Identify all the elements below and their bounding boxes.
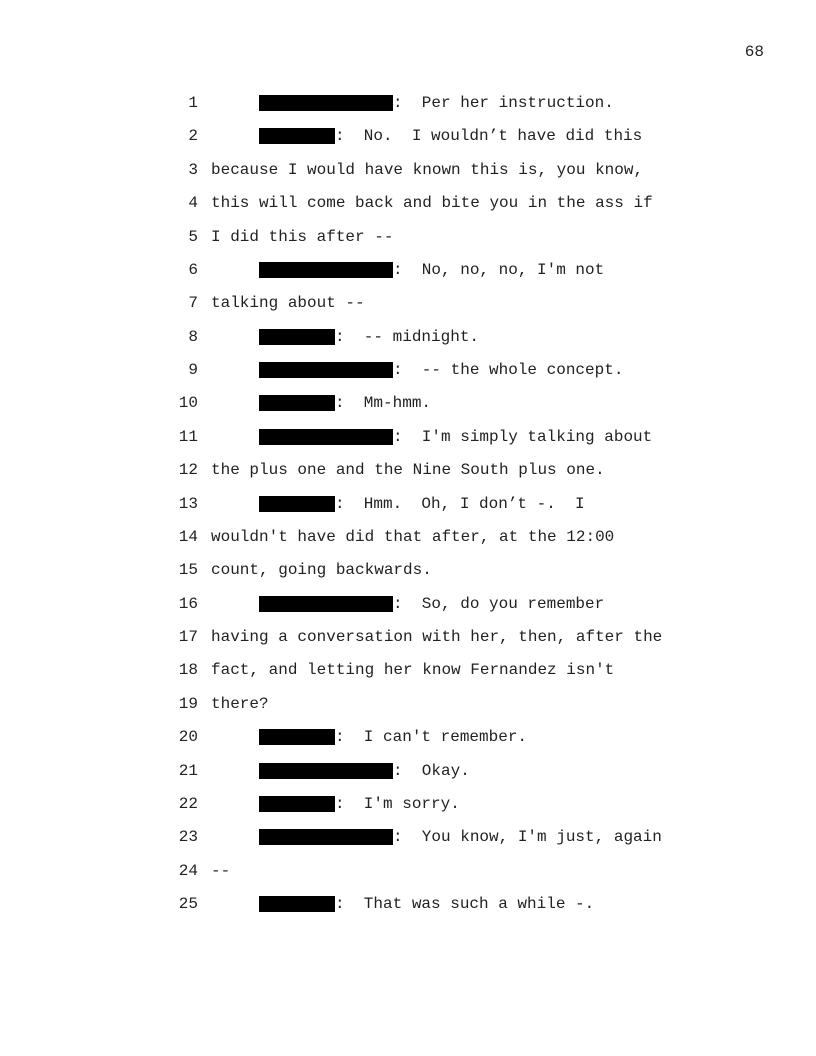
speaker-line: : I can't remember. bbox=[259, 728, 527, 746]
line-number: 1 bbox=[188, 94, 198, 112]
speaker-line: : No, no, no, I'm not bbox=[259, 261, 604, 279]
speaker-line: : I'm simply talking about bbox=[259, 428, 652, 446]
line-text: -- bbox=[211, 861, 231, 880]
redacted-speaker-name bbox=[259, 395, 335, 412]
line-text: : Hmm. Oh, I don’t -. I bbox=[335, 494, 585, 513]
speaker-line: : Hmm. Oh, I don’t -. I bbox=[259, 495, 585, 513]
speaker-line: : So, do you remember bbox=[259, 595, 604, 613]
redacted-speaker-name bbox=[259, 762, 393, 779]
line-text: : Per her instruction. bbox=[393, 94, 614, 112]
speaker-line: : You know, I'm just, again bbox=[259, 828, 662, 846]
line-text: : So, do you remember bbox=[393, 594, 605, 613]
line-number: 7 bbox=[188, 294, 198, 313]
line-number: 25 bbox=[178, 895, 198, 914]
line-text: because I would have known this is, you … bbox=[211, 160, 644, 179]
line-text: this will come back and bite you in the … bbox=[211, 194, 653, 213]
line-text: fact, and letting her know Fernandez isn… bbox=[211, 661, 615, 680]
line-text: : I can't remember. bbox=[335, 728, 528, 747]
line-number: 24 bbox=[178, 861, 198, 880]
line-number: 4 bbox=[188, 194, 198, 213]
line-number: 8 bbox=[188, 327, 198, 346]
line-number: 15 bbox=[178, 561, 198, 580]
line-text: : Mm-hmm. bbox=[335, 394, 432, 413]
page-number: 68 bbox=[744, 43, 764, 61]
line-text: there? bbox=[211, 694, 269, 713]
line-text: : -- midnight. bbox=[335, 327, 480, 346]
line-number: 16 bbox=[178, 594, 198, 613]
speaker-line: : -- midnight. bbox=[259, 328, 479, 346]
line-number: 3 bbox=[188, 160, 198, 179]
line-number: 14 bbox=[178, 527, 198, 546]
line-number: 9 bbox=[188, 361, 198, 380]
line-number: 10 bbox=[178, 394, 198, 413]
line-text: the plus one and the Nine South plus one… bbox=[211, 461, 605, 480]
speaker-line: : I'm sorry. bbox=[259, 795, 460, 813]
line-text: : -- the whole concept. bbox=[393, 361, 624, 380]
line-text: : Okay. bbox=[393, 761, 470, 780]
redacted-speaker-name bbox=[259, 829, 393, 846]
speaker-line: : No. I wouldn’t have did this bbox=[259, 127, 642, 145]
line-text: having a conversation with her, then, af… bbox=[211, 628, 663, 647]
redacted-speaker-name bbox=[259, 95, 393, 111]
redacted-speaker-name bbox=[259, 362, 393, 379]
line-text: I did this after -- bbox=[211, 227, 394, 246]
line-number: 11 bbox=[178, 427, 198, 446]
line-text: count, going backwards. bbox=[211, 561, 432, 580]
line-number: 17 bbox=[178, 628, 198, 647]
line-text: wouldn't have did that after, at the 12:… bbox=[211, 527, 615, 546]
redacted-speaker-name bbox=[259, 896, 335, 913]
line-text: : You know, I'm just, again bbox=[393, 828, 662, 847]
redacted-speaker-name bbox=[259, 729, 335, 746]
line-number: 5 bbox=[188, 227, 198, 246]
redacted-speaker-name bbox=[259, 428, 393, 445]
line-number: 21 bbox=[178, 761, 198, 780]
redacted-speaker-name bbox=[259, 128, 335, 145]
line-text: : That was such a while -. bbox=[335, 895, 595, 914]
speaker-line: : That was such a while -. bbox=[259, 895, 594, 913]
line-number: 18 bbox=[178, 661, 198, 680]
line-text: : I'm simply talking about bbox=[393, 427, 653, 446]
speaker-line: : Per her instruction. bbox=[259, 94, 614, 112]
redacted-speaker-name bbox=[259, 261, 393, 278]
line-text: : I'm sorry. bbox=[335, 794, 460, 813]
speaker-line: : Okay. bbox=[259, 762, 470, 780]
line-number: 12 bbox=[178, 461, 198, 480]
line-number: 23 bbox=[178, 828, 198, 847]
speaker-line: : -- the whole concept. bbox=[259, 361, 623, 379]
line-number: 6 bbox=[188, 260, 198, 279]
line-number: 20 bbox=[178, 728, 198, 747]
line-text: talking about -- bbox=[211, 294, 365, 313]
speaker-line: : Mm-hmm. bbox=[259, 394, 431, 412]
line-number: 13 bbox=[178, 494, 198, 513]
redacted-speaker-name bbox=[259, 495, 335, 512]
line-number: 2 bbox=[188, 127, 198, 146]
line-text: : No, no, no, I'm not bbox=[393, 260, 605, 279]
line-text: : No. I wouldn’t have did this bbox=[335, 127, 643, 146]
redacted-speaker-name bbox=[259, 595, 393, 612]
redacted-speaker-name bbox=[259, 795, 335, 812]
line-number: 22 bbox=[178, 794, 198, 813]
line-number: 19 bbox=[178, 694, 198, 713]
redacted-speaker-name bbox=[259, 328, 335, 345]
